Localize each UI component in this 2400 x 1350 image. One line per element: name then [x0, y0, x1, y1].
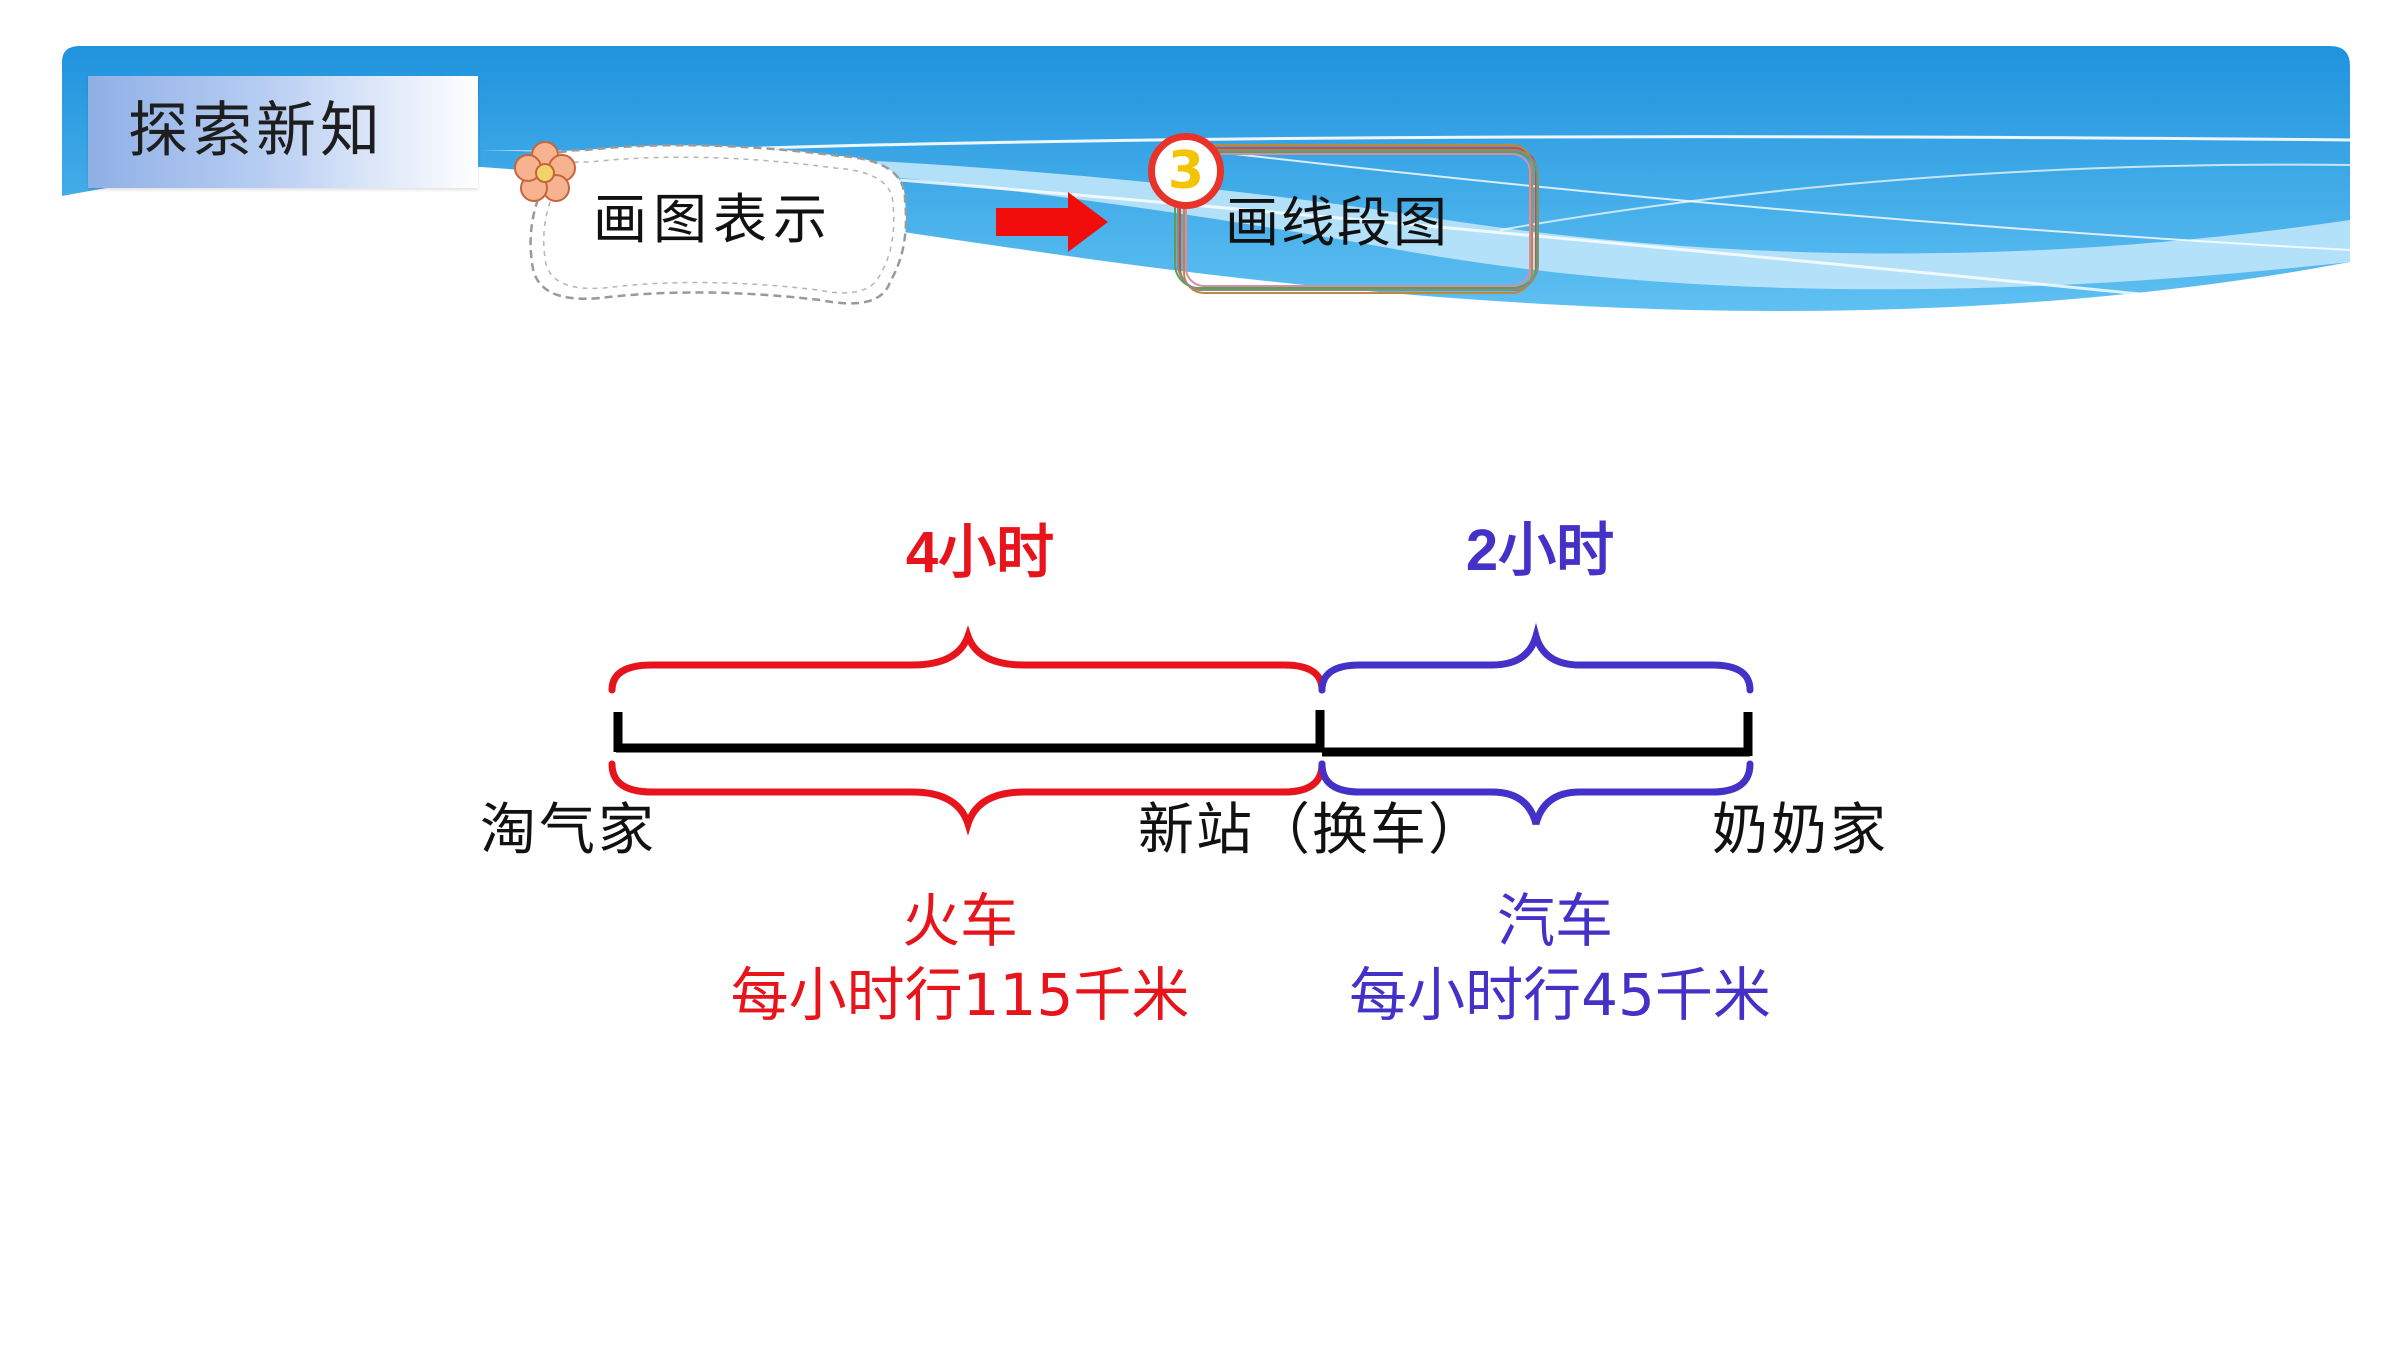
step-number-badge: 3 — [1148, 133, 1224, 209]
brace-segment1-bottom — [608, 760, 1326, 836]
segment2-duration: 2小时 — [1465, 518, 1615, 583]
vehicle1-name: 火车 — [901, 887, 1018, 955]
segment1-duration: 4小时 — [905, 520, 1055, 585]
step2-frame — [1174, 144, 1539, 294]
vehicle1-speed: 每小时行115千米 — [730, 961, 1190, 1029]
step1-label: 画图表示 — [593, 188, 833, 251]
right-arrow-icon — [996, 192, 1108, 252]
distance-line — [613, 710, 1753, 757]
brace-segment1-top — [608, 625, 1326, 694]
flower-icon — [514, 141, 576, 202]
step2-label: 画线段图 — [1225, 191, 1449, 254]
brace-segment2-top — [1318, 622, 1754, 694]
section-tab: 探索新知 — [88, 76, 478, 188]
point-start-label: 淘气家 — [480, 798, 657, 863]
section-title: 探索新知 — [128, 96, 384, 166]
vehicle2-name: 汽车 — [1496, 887, 1613, 955]
step-number: 3 — [1167, 141, 1205, 201]
point-end-label: 奶奶家 — [1712, 798, 1889, 863]
brace-segment2-bottom — [1318, 760, 1754, 825]
step1-frame — [529, 143, 908, 305]
vehicle2-speed: 每小时行45千米 — [1349, 961, 1771, 1029]
point-middle-label: 新站（换车） — [1138, 798, 1486, 863]
